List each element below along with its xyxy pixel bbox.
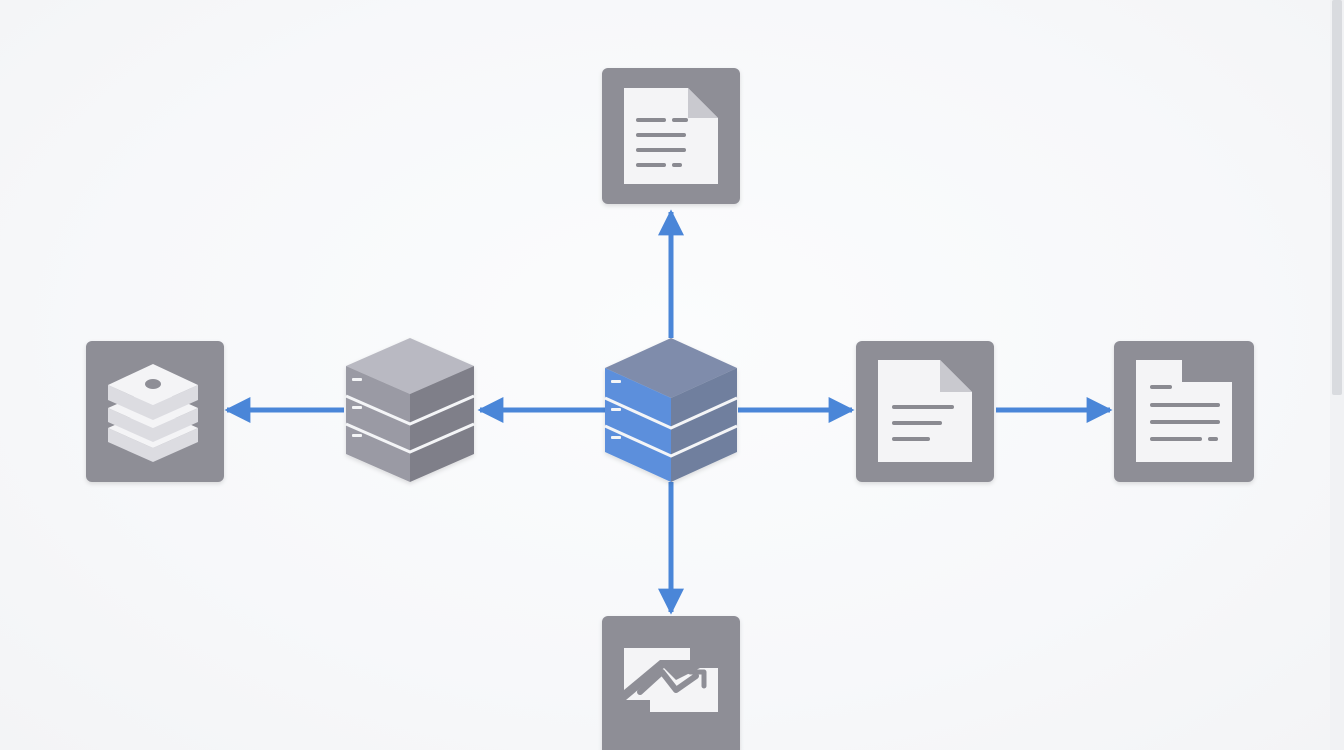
node-top-document bbox=[602, 68, 740, 204]
node-bottom-translate bbox=[602, 616, 740, 750]
document-icon bbox=[624, 88, 718, 184]
layered-disk-icon bbox=[108, 364, 198, 462]
scrollbar-thumb[interactable] bbox=[1332, 0, 1342, 395]
node-left-server bbox=[345, 338, 475, 482]
node-far-right-document bbox=[1114, 341, 1254, 482]
translate-icon bbox=[624, 648, 718, 712]
document-icon bbox=[1136, 360, 1232, 462]
server-stack-gray-icon bbox=[345, 338, 475, 482]
node-center-server bbox=[604, 338, 738, 482]
connectors bbox=[224, 209, 1113, 615]
vertical-scrollbar[interactable] bbox=[1330, 0, 1344, 750]
node-right-document bbox=[856, 341, 994, 482]
server-stack-blue-icon bbox=[604, 338, 738, 482]
document-icon bbox=[878, 360, 972, 462]
node-left-disk bbox=[86, 341, 224, 482]
